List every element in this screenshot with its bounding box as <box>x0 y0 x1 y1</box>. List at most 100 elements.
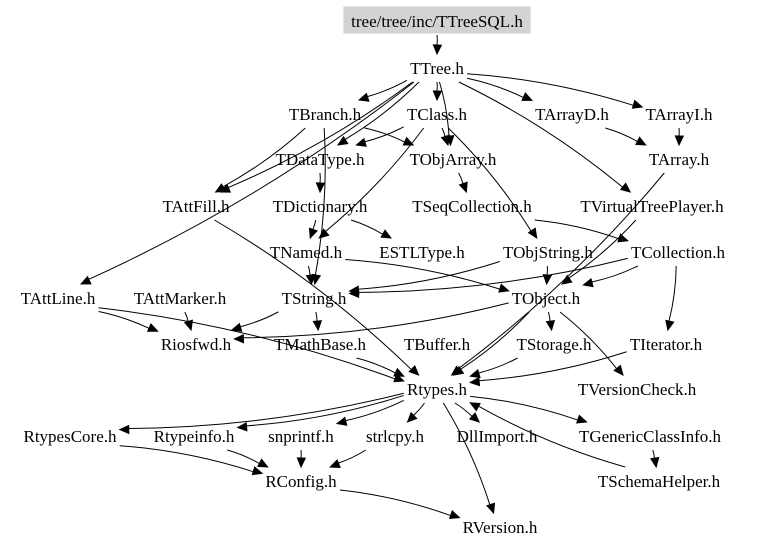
edge-arrowhead <box>305 273 316 286</box>
node-tobjstring-h: TObjString.h <box>503 243 593 262</box>
edge-tvirtualtreeplayer-h-to-tobject-h <box>561 219 637 285</box>
edge-arrowhead <box>545 319 556 332</box>
edge-ttree-h-to-tarrayd-h <box>466 77 534 101</box>
graph-edges <box>79 34 685 520</box>
edge-line <box>228 81 413 188</box>
edge-tattfill-h-to-rtypes-h <box>214 219 420 376</box>
edge-arrowhead <box>448 510 461 520</box>
edge-rtypes-h-to-snprintf-h <box>335 400 404 426</box>
edge-tclass-h-to-tnamed-h <box>318 127 425 239</box>
node-tversioncheck-h: TVersionCheck.h <box>578 380 697 399</box>
edge-line <box>240 311 279 328</box>
node-rconfig-h: RConfig.h <box>265 472 337 491</box>
edge-line <box>98 311 150 329</box>
node-tschemahelper-h: TSchemaHelper.h <box>598 472 721 491</box>
edge-arrowhead <box>617 233 629 243</box>
edge-line <box>454 402 473 417</box>
edge-arrowhead <box>402 136 415 146</box>
node-label: TArrayI.h <box>645 105 713 124</box>
node-tobject-h: TObject.h <box>512 289 581 308</box>
edge-ttree-h-to-tarrayi-h <box>467 73 644 109</box>
edge-rtypes-h-to-dllimport-h <box>454 402 481 423</box>
node-tattline-h: TAttLine.h <box>21 289 96 308</box>
edge-tstring-h-to-riosfwd-h <box>230 311 279 332</box>
node-rversion-h: RVersion.h <box>463 518 538 537</box>
node-riosfwd-h: Riosfwd.h <box>161 335 232 354</box>
edge-ttree-h-to-tbranch-h <box>357 79 408 102</box>
node-tarrayi-h: TArrayI.h <box>645 105 713 124</box>
node-snprintf-h: snprintf.h <box>268 427 334 446</box>
node-tree-tree-inc-ttreesql-h: tree/tree/inc/TTreeSQL.h <box>343 6 531 34</box>
edge-arrowhead <box>318 228 330 239</box>
node-tclass-h: TClass.h <box>407 105 467 124</box>
edge-tclass-h-to-tobjarray-h <box>440 127 450 147</box>
edge-line <box>470 395 578 421</box>
node-label: TClass.h <box>407 105 467 124</box>
node-rtypes-h: Rtypes.h <box>407 380 467 399</box>
node-tseqcollection-h: TSeqCollection.h <box>412 197 532 216</box>
edge-tgenericclassinfo-h-to-tschemahelper-h <box>649 449 660 469</box>
node-tbranch-h: TBranch.h <box>289 105 362 124</box>
edge-line <box>364 127 405 143</box>
edge-line <box>345 400 404 422</box>
edge-arrowhead <box>432 44 443 56</box>
node-label: TArrayD.h <box>535 105 609 124</box>
edge-arrowhead <box>527 227 538 240</box>
node-label: TAttMarker.h <box>134 289 227 308</box>
edge-arrowhead <box>336 135 349 146</box>
edge-line <box>88 81 415 280</box>
node-label: TBranch.h <box>289 105 362 124</box>
edge-arrowhead <box>335 416 348 426</box>
edge-arrowhead <box>118 424 130 435</box>
edge-arrowhead <box>498 283 510 293</box>
edge-arrowhead <box>408 364 420 376</box>
edge-line <box>356 357 396 374</box>
edge-line <box>227 449 260 464</box>
node-tobjarray-h: TObjArray.h <box>410 150 497 169</box>
edge-arrowhead <box>348 288 360 299</box>
edge-line <box>458 172 464 184</box>
edge-tcollection-h-to-tstring-h <box>348 257 628 299</box>
node-estltype-h: ESTLType.h <box>379 243 465 262</box>
edge-tnamed-h-to-tstring-h <box>305 265 316 286</box>
node-tmathbase-h: TMathBase.h <box>274 335 367 354</box>
node-label: ESTLType.h <box>379 243 465 262</box>
node-label: Rtypeinfo.h <box>154 427 235 446</box>
edge-tattmarker-h-to-riosfwd-h <box>183 311 193 332</box>
edge-line <box>184 311 189 322</box>
edge-tcollection-h-to-tobject-h <box>582 265 639 288</box>
node-label: TCollection.h <box>631 243 725 262</box>
edge-ttree-h-to-tvirtualtreeplayer-h <box>458 81 632 193</box>
node-label: TAttLine.h <box>21 289 96 308</box>
edge-line <box>442 402 491 505</box>
edge-arrowhead <box>469 402 481 412</box>
edge-tarrayd-h-to-tarray-h <box>605 127 647 146</box>
edge-arrowhead <box>432 90 443 102</box>
edge-tbranch-h-to-tobjarray-h <box>364 127 415 146</box>
edge-line <box>119 445 254 473</box>
edge-arrowhead <box>329 459 341 468</box>
edge-arrowhead <box>469 368 481 379</box>
edge-line <box>98 307 396 380</box>
node-label: Rtypes.h <box>407 380 467 399</box>
edge-tbranch-h-to-tattfill-h <box>214 127 306 193</box>
edge-arrowhead <box>665 319 675 332</box>
node-label: TGenericClassInfo.h <box>579 427 722 446</box>
edge-rtypes-h-to-rversion-h <box>442 402 496 515</box>
edge-arrowhead <box>380 229 393 239</box>
edge-rconfig-h-to-rversion-h <box>339 489 461 520</box>
node-label: RtypesCore.h <box>23 427 117 446</box>
node-tarray-h: TArray.h <box>649 150 710 169</box>
edge-line <box>438 81 450 137</box>
edge-line <box>479 351 627 382</box>
edge-line <box>591 265 639 283</box>
edge-arrowhead <box>355 137 367 147</box>
node-tattmarker-h: TAttMarker.h <box>134 289 227 308</box>
edge-arrowhead <box>315 182 326 194</box>
edge-arrowhead <box>233 334 245 344</box>
node-label: TMathBase.h <box>274 335 367 354</box>
edge-arrowhead <box>635 136 647 146</box>
edge-arrowhead <box>440 134 450 147</box>
edge-arrowhead <box>214 183 227 193</box>
